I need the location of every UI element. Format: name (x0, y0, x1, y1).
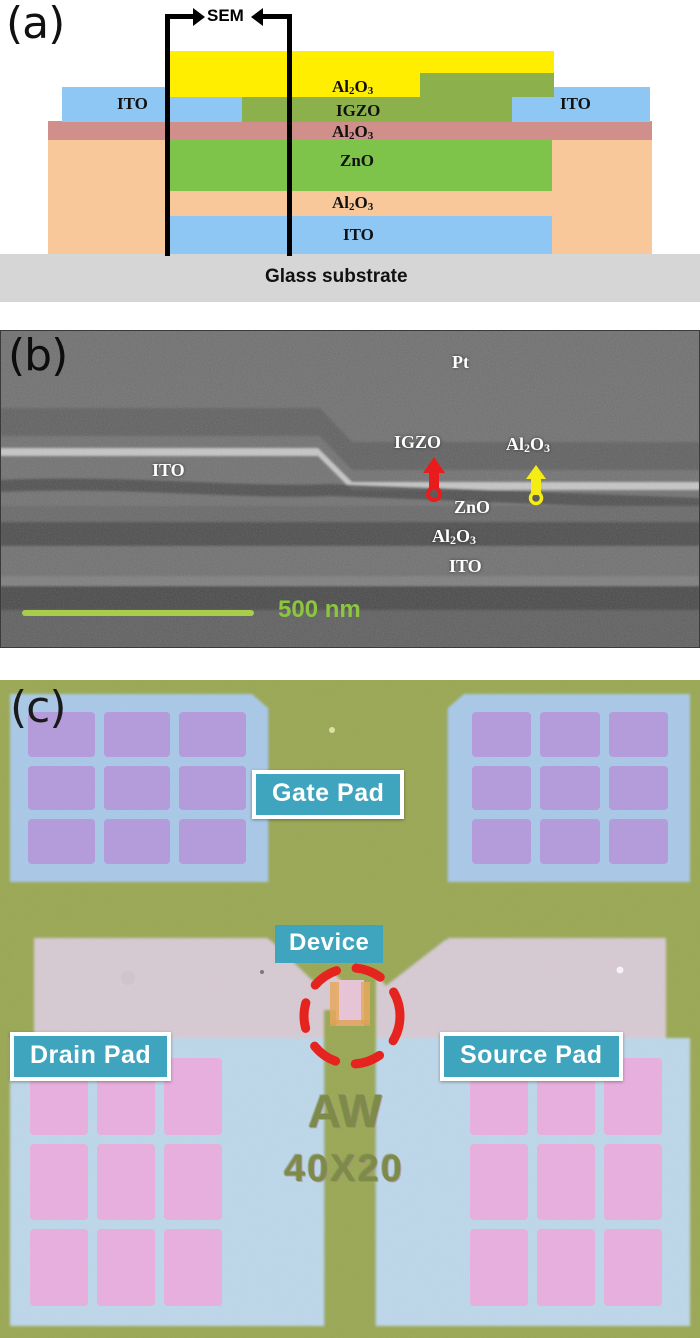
callout-gate-pad-label: Gate Pad (256, 774, 401, 815)
pad-cell[interactable] (470, 1143, 528, 1221)
label-al2o3-bottom: Al2O3 (332, 193, 374, 213)
pad-cell[interactable] (608, 765, 668, 811)
pad-cell[interactable] (103, 712, 171, 757)
layer-al2o3-top-yellow-mid (272, 51, 420, 97)
pad-cell[interactable] (540, 765, 600, 811)
sem-cut-line-right (287, 14, 292, 256)
pad-cell[interactable] (472, 819, 532, 864)
pad-cell[interactable] (164, 1143, 222, 1221)
al2o3-arrow-icon (526, 465, 546, 506)
callout-device-box[interactable]: Device (275, 925, 384, 963)
sem-label-al2o3-right: Al2O3 (506, 434, 551, 455)
gate-pad-left-array[interactable] (28, 712, 246, 864)
label-ito-left: ITO (117, 94, 148, 113)
sem-label-pt: Pt (452, 352, 469, 372)
sem-scale-label: 500 nm (278, 596, 361, 623)
pad-cell[interactable] (470, 1229, 528, 1306)
pad-cell[interactable] (608, 712, 668, 757)
panel-a-schematic: (a) (0, 0, 700, 320)
callout-drain-pad-box[interactable]: Drain Pad (10, 1032, 172, 1081)
pad-cell[interactable] (30, 1143, 88, 1221)
pad-cell[interactable] (28, 712, 95, 757)
sem-label-zno: ZnO (454, 497, 491, 517)
pad-cell[interactable] (164, 1229, 222, 1306)
sem-marker-label: SEM (207, 6, 244, 25)
label-glass-substrate: Glass substrate (265, 266, 408, 287)
die-mark-line-2: 40X20 (284, 1148, 404, 1190)
callout-gate-pad-box[interactable]: Gate Pad (252, 770, 405, 819)
pad-cell[interactable] (179, 819, 246, 864)
sem-label-al2o3-lower: Al2O3 (432, 526, 477, 547)
pad-cell[interactable] (97, 1143, 155, 1221)
panel-c-letter: (c) (10, 682, 67, 733)
sem-bracket-left-top (165, 14, 195, 19)
pad-cell[interactable] (30, 1229, 88, 1306)
label-igzo: IGZO (336, 101, 381, 120)
sem-cut-line-left (165, 14, 170, 256)
die-mark-line-1: AW (308, 1085, 383, 1137)
panel-b-sem: (b) Pt ITO IGZO Al2O3 ZnO Al2O3 ITO 500 … (0, 330, 700, 648)
pad-cell[interactable] (472, 712, 532, 757)
sem-label-igzo: IGZO (394, 432, 442, 452)
layer-glass-substrate (0, 254, 700, 302)
pad-cell[interactable] (537, 1143, 595, 1221)
sem-scale-bar (22, 610, 254, 616)
layer-al2o3-top-yellow-right (420, 51, 554, 73)
callout-source-pad-box[interactable]: Source Pad (440, 1032, 623, 1081)
label-zno: ZnO (340, 151, 375, 170)
pad-cell[interactable] (103, 765, 171, 811)
layer-igzo-shoulder (420, 73, 554, 97)
panel-a-letter: (a) (6, 0, 65, 49)
callout-device-label: Device (275, 925, 384, 963)
igzo-arrow-icon (423, 457, 445, 502)
sem-micrograph-image (0, 330, 700, 648)
layer-stack-schematic: Al2O3 IGZO Al2O3 ZnO Al2O3 ITO ITO ITO G… (0, 0, 700, 320)
layer-ito-bottom (168, 216, 552, 254)
pad-cell[interactable] (540, 712, 600, 757)
pad-cell[interactable] (540, 819, 600, 864)
callout-source-pad-label: Source Pad (444, 1036, 619, 1077)
sem-arrow-left-icon (251, 8, 263, 26)
pad-cell[interactable] (179, 765, 246, 811)
panel-c-optical: (c) (0, 680, 700, 1338)
pad-cell[interactable] (164, 1058, 222, 1135)
pad-cell[interactable] (472, 765, 532, 811)
device-highlight-circle (299, 963, 405, 1069)
sem-arrow-right-icon (193, 8, 205, 26)
label-al2o3-mid: Al2O3 (332, 122, 374, 142)
label-ito-bottom: ITO (343, 225, 374, 244)
callout-drain-pad-label: Drain Pad (14, 1036, 168, 1077)
sem-label-ito-bottom: ITO (449, 556, 482, 576)
pad-cell[interactable] (604, 1143, 662, 1221)
pad-cell[interactable] (28, 765, 95, 811)
pad-cell[interactable] (28, 819, 95, 864)
pad-cell[interactable] (537, 1229, 595, 1306)
sem-bracket-right-top (262, 14, 292, 19)
layer-al2o3-rose (48, 121, 652, 140)
pad-cell[interactable] (103, 819, 171, 864)
pad-cell[interactable] (179, 712, 246, 757)
source-pad-array[interactable] (470, 1058, 662, 1306)
label-ito-right: ITO (560, 94, 591, 113)
sem-label-ito-top: ITO (152, 460, 185, 480)
gate-pad-right-array[interactable] (472, 712, 668, 864)
panel-b-letter: (b) (8, 330, 68, 381)
pad-cell[interactable] (608, 819, 668, 864)
layer-zno (168, 139, 552, 191)
drain-pad-array[interactable] (30, 1058, 222, 1306)
pad-cell[interactable] (604, 1229, 662, 1306)
label-al2o3-top: Al2O3 (332, 77, 374, 97)
pad-cell[interactable] (97, 1229, 155, 1306)
